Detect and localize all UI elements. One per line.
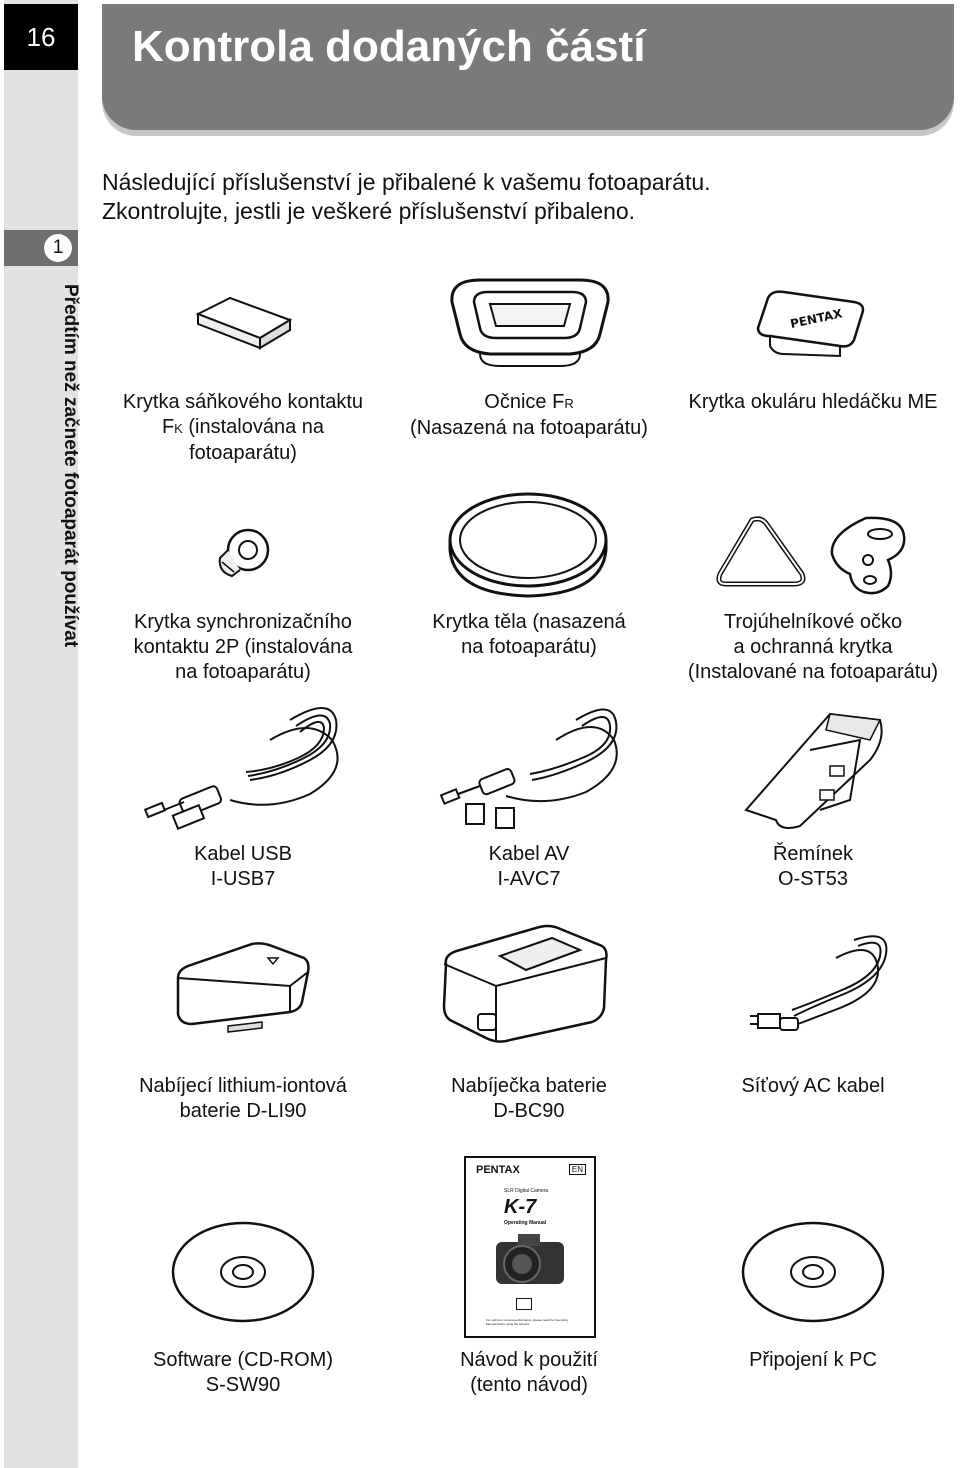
triangle-lug-illustration <box>716 516 806 587</box>
manual-lang-badge: EN <box>568 1164 586 1175</box>
caption-line: Krytka synchronizačního <box>134 611 352 633</box>
caption-line: FK (instalována na <box>161 416 325 438</box>
body-cap-illustration <box>448 492 608 598</box>
caption-line: a ochranná krytka <box>733 636 893 658</box>
manual-doc-type: Operating Manual <box>504 1220 547 1226</box>
caption-manual: Návod k použití (tento návod) <box>388 1348 670 1398</box>
manual-camera-photo <box>496 1234 564 1284</box>
caption-line: Trojúhelníkové očko <box>723 611 903 633</box>
caption-usb-cable: Kabel USB I-USB7 <box>102 842 384 892</box>
caption-line: S-SW90 <box>205 1374 281 1396</box>
charger-illustration <box>442 924 608 1043</box>
caption-line: Řemínek <box>772 843 854 865</box>
manual-logo-box <box>516 1298 532 1310</box>
caption-sync-socket-cover: Krytka synchronizačního kontaktu 2P (ins… <box>102 610 384 685</box>
caption-av-cable: Kabel AV I-AVC7 <box>388 842 670 892</box>
caption-line: na fotoaparátu) <box>175 661 311 683</box>
pc-connect-cd-illustration <box>741 1221 885 1323</box>
ac-cord-illustration <box>750 935 888 1031</box>
av-cable-illustration <box>439 708 618 829</box>
hot-shoe-cover-illustration <box>195 296 293 350</box>
caption-line: Síťový AC kabel <box>741 1075 885 1097</box>
battery-illustration <box>176 942 310 1033</box>
caption-line: Software (CD-ROM) <box>152 1349 333 1371</box>
caption-battery: Nabíjecí lithium-iontová baterie D-LI90 <box>102 1074 384 1124</box>
caption-line: kontaktu 2P (instalována <box>133 636 353 658</box>
caption-line: D-BC90 <box>493 1100 565 1122</box>
caption-eyepiece-cap: Krytka okuláru hledáčku ME <box>672 390 954 415</box>
sidebar <box>4 0 78 1468</box>
manual-footer-note: For optimum camera performance, please r… <box>486 1318 568 1326</box>
eyepiece-cap-illustration: PENTAX <box>756 290 865 358</box>
caption-line: Nabíječka baterie <box>451 1075 607 1097</box>
header-bar <box>102 4 954 130</box>
intro-text: Následující příslušenství je přibalené k… <box>102 168 711 226</box>
protective-cover-illustration <box>830 516 906 595</box>
usb-cable-illustration <box>143 707 339 830</box>
caption-strap-lug: Trojúhelníkové očko a ochranná krytka (I… <box>672 610 954 685</box>
intro-line-1: Následující příslušenství je přibalené k… <box>102 169 711 195</box>
caption-strap: Řemínek O-ST53 <box>672 842 954 892</box>
caption-line: Krytka těla (nasazená <box>432 611 626 633</box>
caption-line: (Instalované na fotoaparátu) <box>687 661 939 683</box>
manual-brand: PENTAX <box>476 1164 520 1176</box>
chapter-title: Předtím než začnete fotoaparát používat <box>60 284 81 648</box>
caption-line: I-AVC7 <box>497 868 561 890</box>
caption-line: Návod k použití <box>460 1349 598 1371</box>
caption-line: (Nasazená na fotoaparátu) <box>410 417 648 439</box>
intro-line-2: Zkontrolujte, jestli je veškeré přísluše… <box>102 198 636 224</box>
caption-line: Krytka sáňkového kontaktu <box>122 391 364 413</box>
manual-cover: PENTAX EN SLR Digital Camera K-7 Operati… <box>464 1156 596 1338</box>
caption-charger: Nabíječka baterie D-BC90 <box>388 1074 670 1124</box>
caption-body-cap: Krytka těla (nasazená na fotoaparátu) <box>388 610 670 660</box>
caption-software: Software (CD-ROM) S-SW90 <box>102 1348 384 1398</box>
caption-line: I-USB7 <box>210 868 276 890</box>
caption-line: Kabel USB <box>194 843 292 865</box>
caption-line: Kabel AV <box>488 843 570 865</box>
eyecup-illustration <box>450 278 610 367</box>
caption-line: Krytka okuláru hledáčku ME <box>688 391 938 413</box>
caption-eyecup: Očnice FR (Nasazená na fotoaparátu) <box>388 390 670 441</box>
caption-line: Připojení k PC <box>749 1349 877 1371</box>
strap-illustration <box>744 712 883 829</box>
caption-ac-cord: Síťový AC kabel <box>672 1074 954 1099</box>
caption-pc-connect: Připojení k PC <box>672 1348 954 1373</box>
caption-line: fotoaparátu) <box>189 442 297 464</box>
manual-model: K-7 <box>504 1196 537 1218</box>
caption-line: na fotoaparátu) <box>461 636 597 658</box>
caption-hot-shoe-cover: Krytka sáňkového kontaktu FK (instalován… <box>102 390 384 466</box>
caption-line: baterie D-LI90 <box>179 1100 307 1122</box>
chapter-number: 1 <box>44 234 72 262</box>
manual-subtitle: SLR Digital Camera <box>504 1188 549 1194</box>
page-title: Kontrola dodaných částí <box>132 22 646 71</box>
sync-socket-cover-illustration <box>218 528 270 578</box>
cd-rom-illustration <box>171 1221 315 1323</box>
caption-line: O-ST53 <box>777 868 849 890</box>
caption-line: (tento návod) <box>470 1374 588 1396</box>
caption-line: Očnice FR <box>484 391 574 413</box>
caption-line: Nabíjecí lithium-iontová <box>139 1075 347 1097</box>
page-number: 16 <box>4 4 78 70</box>
